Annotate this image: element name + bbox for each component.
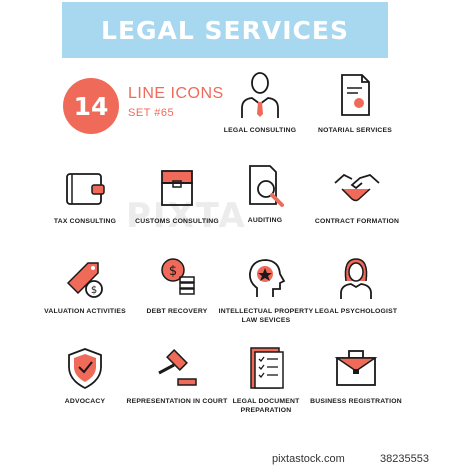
lawyer-icon	[241, 72, 279, 118]
credit-site: pixtastock.com	[272, 453, 345, 465]
head-star-icon	[248, 259, 286, 297]
notary-document-icon	[341, 74, 370, 116]
box-icon	[161, 170, 193, 206]
icon-label: BUSINESS REGISTRATION	[310, 398, 402, 405]
icon-label: LEGAL CONSULTING	[223, 127, 297, 134]
credit-id: 38235553	[380, 453, 429, 465]
wallet-icon	[66, 173, 105, 205]
icon-label: AUDITING	[247, 217, 283, 224]
icon-cell-notarial-services: NOTARIAL SERVICES	[300, 70, 410, 135]
icon-cell-auditing: AUDITING	[210, 162, 320, 225]
icon-cell-legal-psychologist: LEGAL PSYCHOLOGIST	[301, 255, 411, 316]
series-subtitle: SET #65	[128, 107, 175, 119]
icon-label: ADVOCACY	[64, 398, 106, 405]
icon-cell-business-registration: BUSINESS REGISTRATION	[301, 345, 411, 406]
coins-icon: $	[161, 258, 195, 295]
shield-check-icon	[68, 348, 102, 390]
icon-cell-representation-in-court: REPRESENTATION IN COURT	[122, 345, 232, 406]
icon-cell-contract-formation: CONTRACT FORMATION	[302, 165, 412, 226]
icon-cell-tax-consulting: TAX CONSULTING	[30, 165, 140, 226]
price-tag-icon: $	[66, 262, 103, 298]
magnifier-document-icon	[249, 165, 284, 207]
icon-cell-valuation-activities: $ VALUATION ACTIVITIES	[30, 255, 140, 316]
icon-label: CUSTOMS CONSULTING	[135, 218, 219, 225]
icon-label: LEGAL PSYCHOLOGIST	[314, 308, 398, 315]
icon-cell-advocacy: ADVOCACY	[30, 345, 140, 406]
icon-label: NOTARIAL SERVICES	[317, 127, 393, 134]
icon-label: DEBT RECOVERY	[146, 308, 208, 315]
icon-label: TAX CONSULTING	[53, 218, 117, 225]
handshake-icon	[334, 173, 380, 202]
icon-cell-intellectual-property: INTELLECTUAL PROPERTY LAW SEVICES	[211, 255, 321, 325]
icon-label: VALUATION ACTIVITIES	[44, 308, 126, 315]
watermark: PIXTA	[126, 196, 247, 236]
series-title: LINE ICONS	[128, 85, 224, 102]
icon-cell-debt-recovery: $ DEBT RECOVERY	[122, 255, 232, 316]
icon-label: LEGAL DOCUMENT PREPARATION	[232, 398, 300, 414]
stock-credit: pixtastock.com 38235553	[0, 450, 450, 469]
icon-label: CONTRACT FORMATION	[314, 218, 400, 225]
icon-cell-customs-consulting: CUSTOMS CONSULTING	[122, 165, 232, 226]
checklist-icon	[250, 347, 284, 389]
title-banner: LEGAL SERVICES	[62, 2, 388, 58]
icon-label: INTELLECTUAL PROPERTY LAW SEVICES	[218, 308, 314, 324]
icon-label: REPRESENTATION IN COURT	[126, 398, 228, 405]
page-title: LEGAL SERVICES	[101, 15, 349, 45]
icon-cell-legal-consulting: LEGAL CONSULTING	[205, 70, 315, 135]
svg-text:$: $	[91, 285, 97, 296]
svg-text:$: $	[169, 264, 177, 279]
icon-cell-legal-document-preparation: LEGAL DOCUMENT PREPARATION	[211, 345, 321, 415]
count-badge: 14	[63, 78, 119, 134]
gavel-icon	[158, 349, 197, 386]
briefcase-icon	[334, 350, 378, 386]
psychologist-icon	[340, 258, 372, 299]
